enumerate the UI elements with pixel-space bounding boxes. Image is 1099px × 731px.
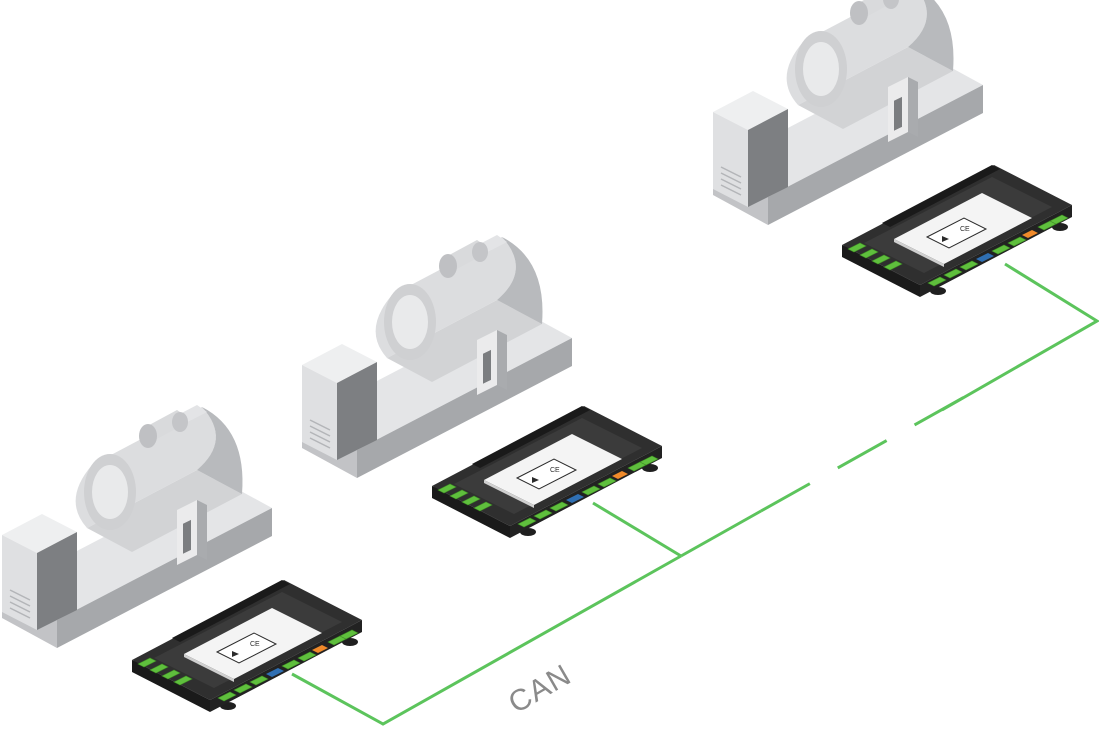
controller-3 — [841, 164, 1073, 298]
can-bus-label: CAN — [503, 658, 577, 720]
can-trunk-solid — [680, 509, 762, 558]
controller-2 — [431, 405, 663, 539]
can-line-unit-1 — [291, 554, 682, 726]
can-line-unit-2 — [592, 501, 682, 558]
can-trunk-dashed — [760, 393, 969, 513]
can-bus-lines — [291, 262, 1099, 726]
can-line-unit-3 — [941, 262, 1099, 412]
